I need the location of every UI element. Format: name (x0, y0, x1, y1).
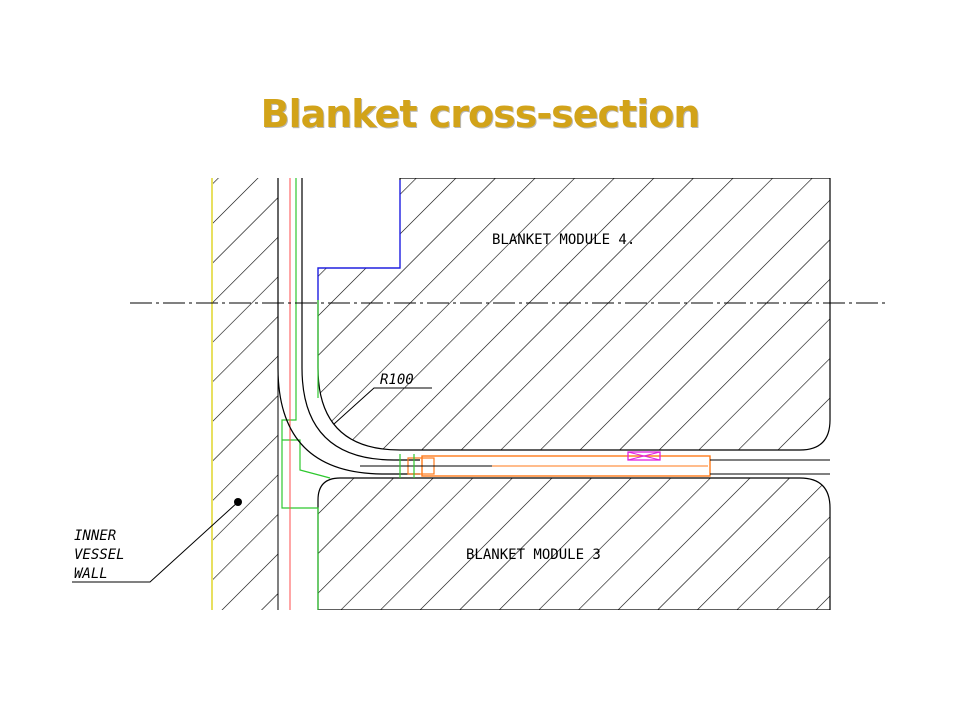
blanket-module-upper (317, 178, 831, 451)
vessel-wall-hatch (212, 178, 278, 610)
module-edge-blue (317, 180, 401, 300)
wall-label-line1: INNER (74, 528, 116, 544)
wall-label-line3: WALL (74, 566, 108, 582)
support-outline-green (281, 178, 319, 610)
radius-label: R100 (380, 372, 414, 388)
pipe-bend-inner (301, 178, 420, 461)
blanket-module-lower (317, 477, 831, 610)
module-lower-label: BLANKET MODULE 3 (466, 547, 601, 563)
wall-leader-line (72, 501, 239, 583)
magenta-detail (627, 451, 661, 461)
pipe-bend-outer (277, 178, 420, 475)
radius-leader (333, 387, 432, 425)
support-flange-green (282, 439, 331, 479)
wall-label-line2: VESSEL (74, 547, 125, 563)
page-title: Blanket cross-section (260, 92, 701, 136)
module-upper-label: BLANKET MODULE 4. (492, 232, 635, 248)
